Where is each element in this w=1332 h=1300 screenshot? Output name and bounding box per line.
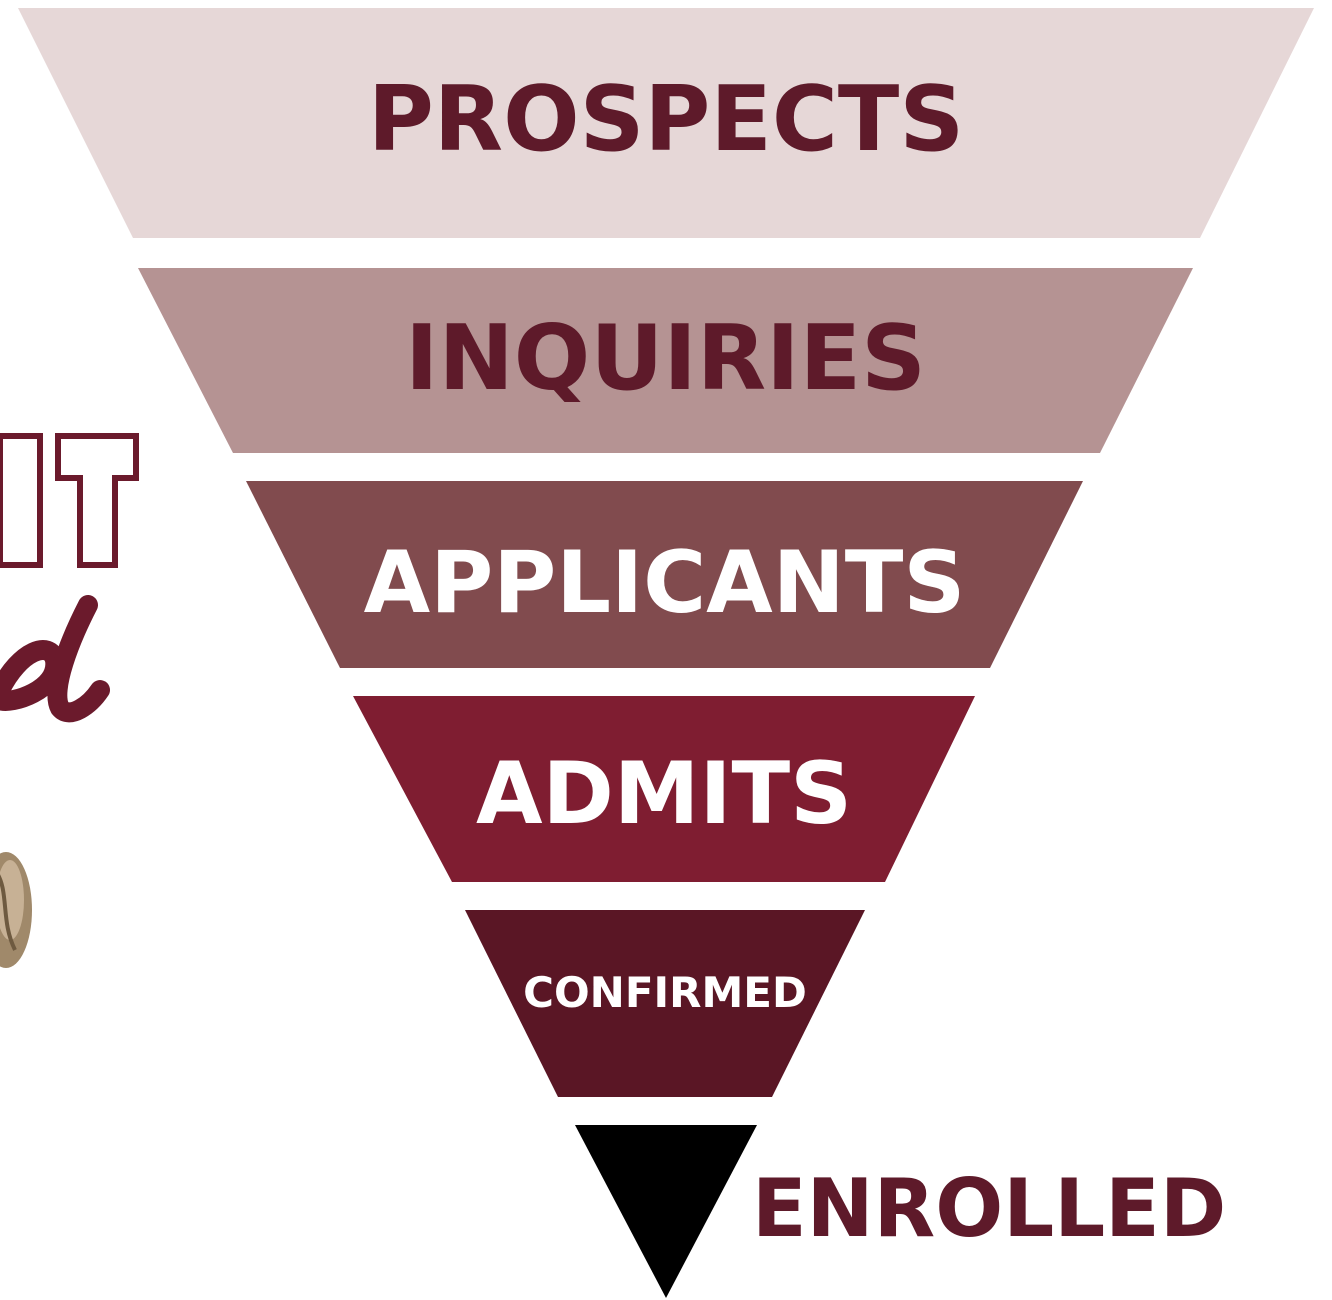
funnel-label-applicants: APPLICANTS <box>364 533 966 633</box>
funnel-label-confirmed: CONFIRMED <box>523 968 807 1017</box>
funnel-label-prospects: PROSPECTS <box>368 67 964 172</box>
funnel-tip-enrolled <box>575 1125 757 1298</box>
funnel-band-inquiries <box>138 268 1193 453</box>
funnel-band-applicants <box>246 481 1083 668</box>
funnel-band-prospects <box>18 8 1314 238</box>
funnel-label-enrolled: ENROLLED <box>752 1162 1226 1255</box>
logo-script-icon <box>0 595 110 723</box>
partial-logo-icon <box>0 433 139 968</box>
funnel-band-confirmed <box>465 910 865 1097</box>
logo-nut-icon <box>0 852 32 968</box>
funnel-band-admits <box>353 696 975 882</box>
funnel-label-admits: ADMITS <box>476 744 852 844</box>
funnel-bands: PROSPECTS INQUIRIES APPLICANTS ADMITS CONFIR… <box>18 8 1314 1298</box>
funnel-label-inquiries: INQUIRIES <box>405 306 926 411</box>
logo-letters-icon <box>0 433 139 568</box>
